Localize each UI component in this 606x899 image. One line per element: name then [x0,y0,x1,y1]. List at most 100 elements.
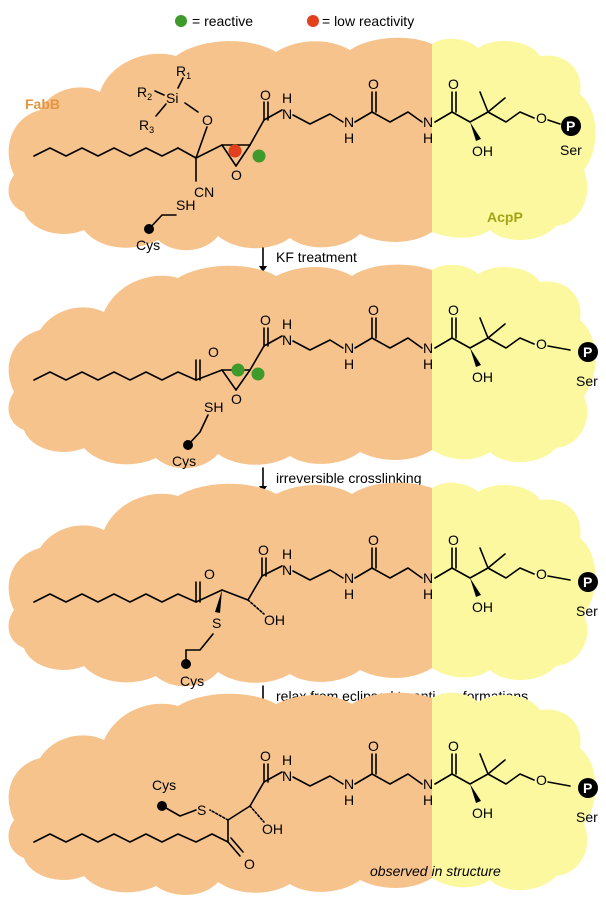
cysteine-label: Cys [172,453,196,469]
amide-oxygen-label: O [260,87,271,103]
phosphate-oxygen-label: O [536,336,547,352]
acpp-protein-surface [432,482,596,681]
bond [354,773,423,785]
fabb-protein-surface [8,692,433,895]
fabb-protein-surface [8,37,433,251]
pantetheine-h-label: H [423,356,433,372]
low-reactivity-legend-label: = low reactivity [322,13,414,29]
bond [155,103,167,117]
fabb-protein-surface [8,482,433,687]
alkyl-chain [33,593,197,603]
hash-bond [247,599,265,615]
amine-h-label: H [344,356,354,372]
pantetheine-n-label: N [423,340,433,356]
amide-h-label: H [282,90,292,106]
bond [247,575,263,601]
wedge-bond [470,122,481,141]
bond [185,633,214,651]
bond [292,113,344,125]
amide-n-label: N [282,332,292,348]
bond [292,775,344,787]
reactive-legend-dot [175,15,187,27]
bond [195,589,223,603]
bond [354,111,423,123]
nitrile-label: CN [194,184,214,200]
fabb-label: FabB [25,96,60,112]
serine-label: Ser [576,603,598,619]
bond [195,126,208,159]
cysteine-label: Cys [136,237,160,253]
amide-oxygen-label: O [260,312,271,328]
wedge-bond [470,348,481,367]
bond [263,109,283,121]
phosphate-label: P [566,118,575,134]
r2-label: R2 [137,84,152,102]
amine-h-label: H [344,586,354,602]
oxygen-label: O [202,112,213,128]
amide-h-label: H [282,752,292,768]
step-1-label: KF treatment [276,249,357,265]
amine-n-label: N [344,776,354,792]
bond [292,569,344,581]
bond [263,771,283,783]
r1-label: R1 [176,63,191,81]
bond [235,369,251,391]
pantoyl-oxygen-label: O [448,76,459,92]
pantetheine-h-label: H [423,792,433,808]
serine-label: Ser [576,809,598,825]
thiol-label: SH [204,399,223,415]
bond [354,567,423,579]
hydroxyl-label: OH [264,612,285,628]
low-reactivity-legend-dot [307,15,319,27]
arrow-head [259,266,267,272]
bond [227,841,241,857]
bond [547,345,571,351]
r3-label: R3 [139,117,154,135]
phosphate-group-marker [561,116,581,136]
phosphate-group-marker [578,342,598,362]
legend: = reactive = low reactivity [175,13,414,29]
pantoyl-oxygen-label: O [448,738,459,754]
bond [235,144,251,167]
bond [487,553,506,569]
pantetheine-h-label: H [423,130,433,146]
panel-1-protected-probe: FabB AcpP CN O Si R1 R2 R3 O O H N [8,37,596,253]
bond [221,144,237,167]
reactive-site-marker [251,367,265,381]
acpp-protein-surface [432,264,596,463]
bond [487,323,506,339]
hydroxyl-label: OH [472,143,493,159]
wedge-bond [215,590,222,613]
bond [221,589,249,601]
amine-h-label: H [344,130,354,146]
pantoyl-hydroxyl-label: OH [472,599,493,615]
panel-4-anti-conformation: O S Cys OH O H N N H O N H O OH O [8,692,598,895]
bond [547,575,571,581]
epoxide-oxygen-label: O [231,167,242,183]
bond [479,753,489,775]
bond [165,807,197,817]
phosphate-group-marker [578,778,598,798]
reactive-site-marker [252,149,266,163]
phosphate-label: P [583,344,592,360]
bond [227,805,251,821]
phosphate-label: P [583,780,592,796]
bond [249,345,265,371]
phosphate-label: P [583,574,592,590]
carbonyl-oxygen-label: O [368,738,379,754]
amide-oxygen-label: O [258,542,269,558]
bond [249,119,265,146]
carbonyl-oxygen-label: O [368,76,379,92]
amide-n-label: N [282,106,292,122]
bond [154,90,165,96]
bond [547,119,561,125]
bond [177,147,197,159]
amine-n-label: N [344,340,354,356]
cysteine-anchor [157,801,167,811]
reactive-legend-label: = reactive [192,13,253,29]
structure-caption: observed in structure [370,863,501,879]
bond [230,837,244,853]
amine-n-label: N [344,570,354,586]
alkyl-chain [33,371,197,381]
